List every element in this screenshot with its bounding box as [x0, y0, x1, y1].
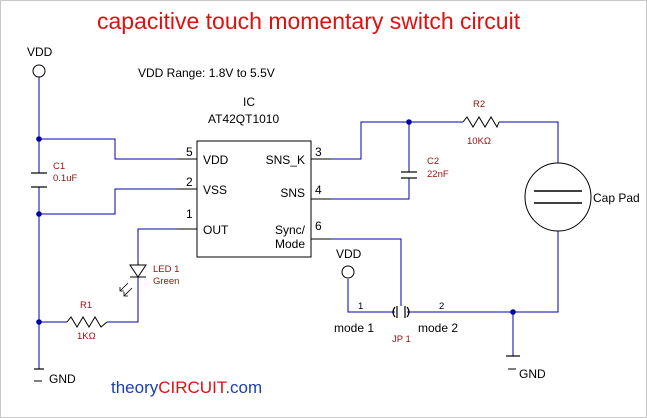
r1-value: 1KΩ [77, 331, 96, 342]
brand-circuit: CIRCUIT [158, 378, 227, 397]
led-1: LED 1 Green [119, 261, 179, 297]
vdd-supply-left: VDD [27, 45, 53, 78]
c1-ref: C1 [53, 161, 65, 172]
pin-name: VDD [203, 153, 229, 167]
pin-number: 5 [186, 145, 193, 159]
wire-jumper-pin1 [347, 279, 395, 313]
wire-vdd-pin5 [39, 138, 177, 160]
ic-body [196, 140, 312, 258]
resistor-r2: R2 10KΩ [462, 99, 500, 147]
led-value: Green [153, 276, 179, 287]
pin-number: 2 [186, 175, 193, 189]
cap-pad-icon [524, 162, 592, 232]
junction-dot [36, 211, 42, 217]
page-title: capacitive touch momentary switch circui… [97, 8, 521, 34]
led-icon [129, 264, 147, 278]
cap-pad-label: Cap Pad [593, 191, 640, 205]
pin-number: 1 [186, 207, 193, 221]
ground-left: GND [34, 368, 76, 386]
pin-name: SNS_K [266, 153, 305, 167]
wire-led-out [137, 228, 177, 261]
c2-value: 22nF [427, 169, 449, 180]
junction-dot [36, 136, 42, 142]
led-ref: LED 1 [153, 264, 179, 275]
junction-dot [36, 319, 42, 325]
gnd-label-right: GND [519, 367, 546, 381]
gnd-label-left: GND [49, 372, 76, 386]
mode-1-label: mode 1 [334, 321, 374, 335]
resistor-icon [66, 316, 108, 328]
pin-name: Sync/ [275, 223, 306, 237]
vdd-label-left: VDD [27, 45, 53, 59]
vdd-label-jumper: VDD [336, 247, 362, 261]
brand-theory: theory [111, 378, 159, 397]
ic-at42qt1010: IC AT42QT1010 5 2 1 3 4 6 VDD VSS OUT SN… [177, 95, 331, 258]
brand-com: .com [225, 378, 262, 397]
r2-ref: R2 [473, 99, 485, 110]
wires [38, 77, 559, 369]
c1-value: 0.1uF [53, 173, 77, 184]
pin-name: SNS [280, 186, 305, 200]
wire-r2-pad [499, 121, 559, 163]
jumper-pin-2: 2 [439, 301, 444, 312]
pin-number: 6 [315, 219, 322, 233]
wire-sync-jumper [311, 238, 402, 306]
wire-pad-gnd [513, 231, 559, 313]
wire-gnd-pin2 [39, 188, 177, 215]
r2-value: 10KΩ [467, 136, 491, 147]
ic-ref: IC [243, 95, 255, 109]
vdd-terminal-icon [32, 64, 46, 78]
junction-dot [406, 119, 412, 125]
ground-right: GND [506, 355, 546, 381]
capacitor-c2: C2 22nF [401, 156, 449, 180]
r1-ref: R1 [80, 300, 92, 311]
pin-name: Mode [275, 237, 305, 251]
wire-r1-led [107, 277, 139, 323]
jumper-jp1: 1 2 mode 1 mode 2 JP 1 [334, 301, 458, 345]
c2-ref: C2 [427, 156, 439, 167]
mode-2-label: mode 2 [418, 321, 458, 335]
junctions [36, 119, 516, 325]
jumper-icon [406, 306, 410, 318]
vdd-terminal-icon [341, 265, 355, 279]
wire-sns-c2 [311, 178, 410, 200]
vdd-range-note: VDD Range: 1.8V to 5.5V [138, 66, 275, 80]
ic-part-number: AT42QT1010 [208, 112, 279, 126]
brand-text: theoryCIRCUIT.com [111, 378, 262, 397]
pin-name: OUT [203, 223, 229, 237]
pin-number: 3 [315, 145, 322, 159]
jumper-pin-1: 1 [358, 301, 363, 312]
junction-dot [510, 309, 516, 315]
brand-watermark: theoryCIRCUIT.com [111, 378, 262, 397]
pin-name: VSS [203, 183, 227, 197]
jp1-ref: JP 1 [392, 334, 411, 345]
resistor-icon [462, 116, 500, 129]
wire-snsk-r2 [311, 121, 463, 160]
pin-number: 4 [315, 183, 322, 197]
resistor-r1: R1 1KΩ [66, 300, 108, 342]
vdd-supply-jumper: VDD [336, 247, 362, 279]
capacitor-c1: C1 0.1uF [31, 161, 77, 188]
cap-pad: Cap Pad [524, 162, 640, 232]
light-emission-icon [119, 282, 133, 297]
